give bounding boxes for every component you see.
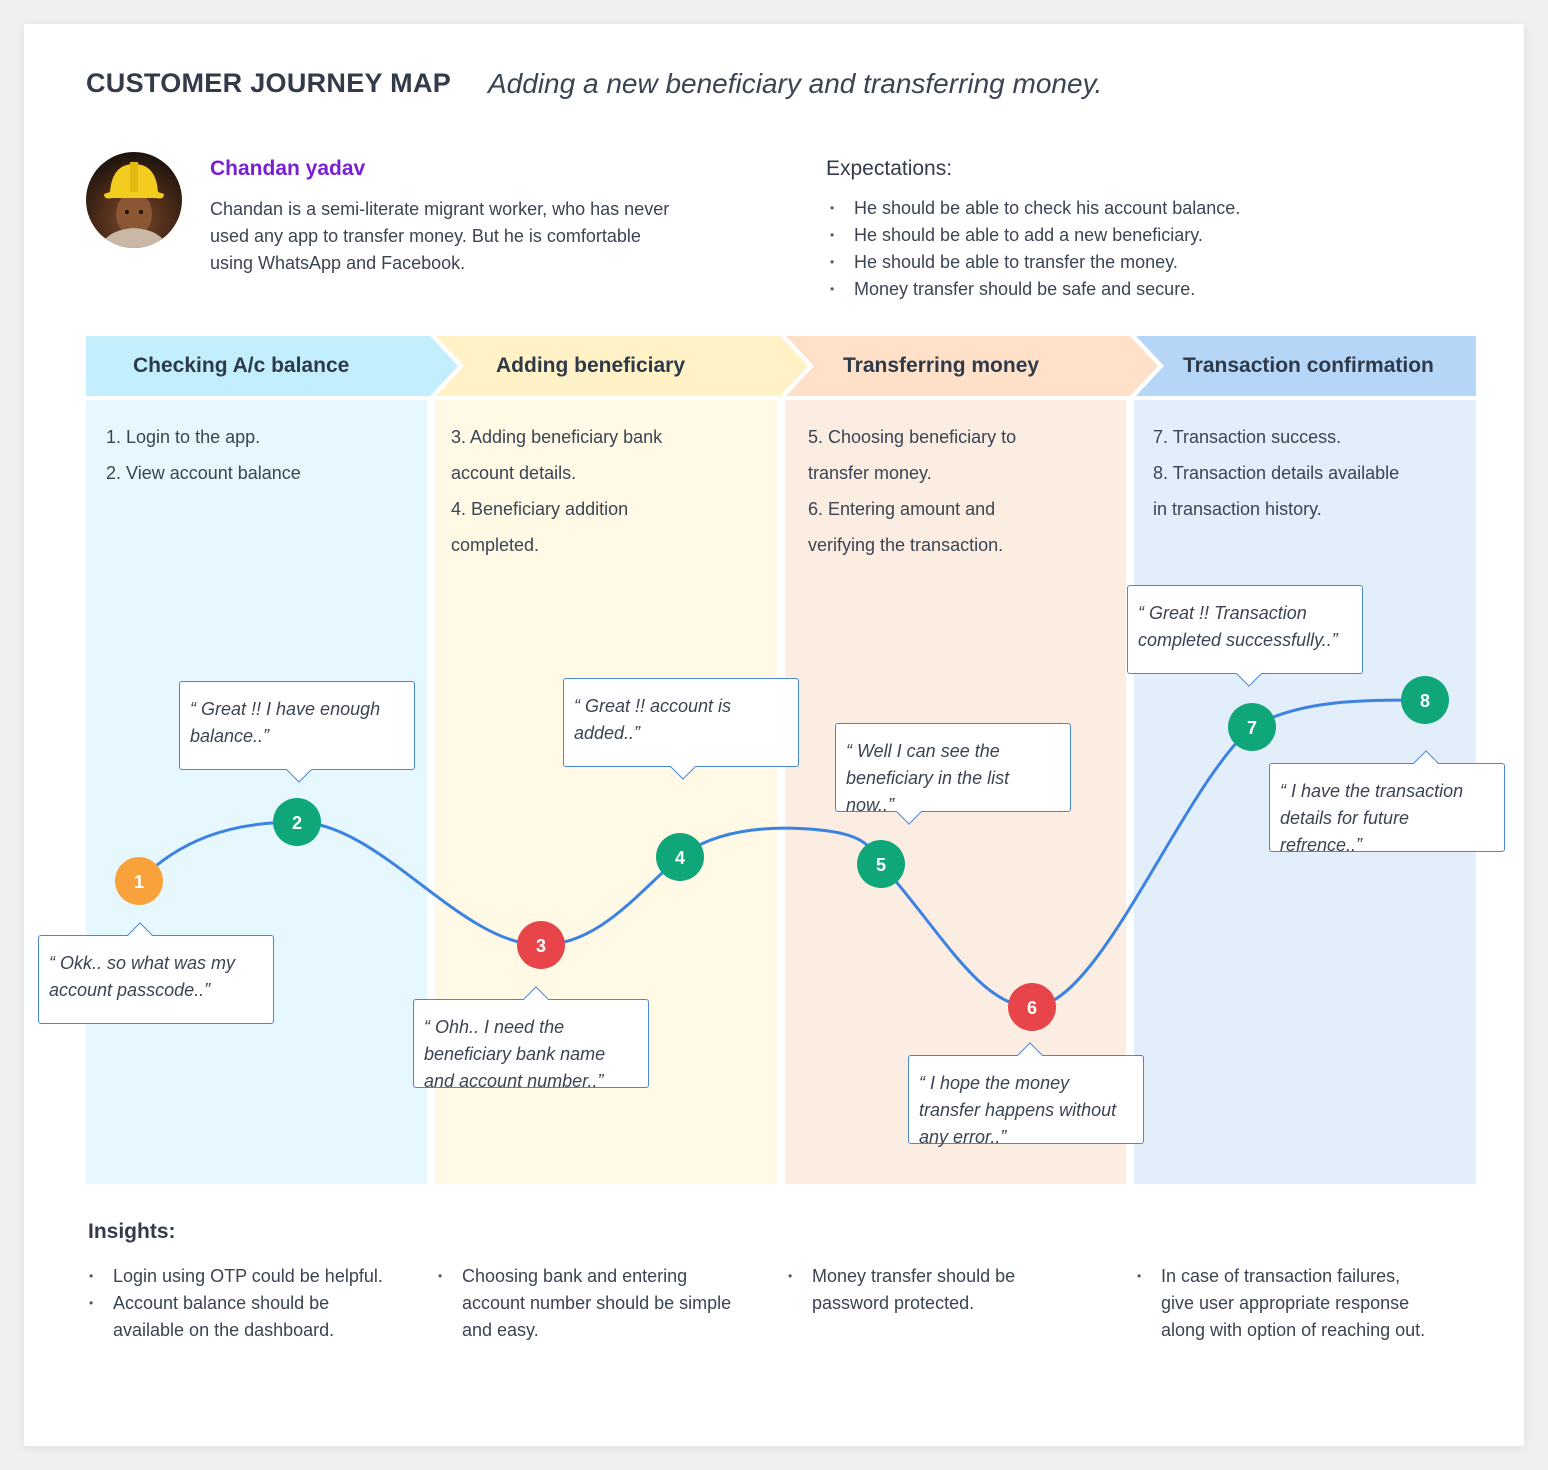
page-subtitle: Adding a new beneficiary and transferrin…	[488, 68, 1103, 99]
lane-steps-4: 7. Transaction success. 8. Transaction d…	[1153, 419, 1399, 527]
lane-steps-3: 5. Choosing beneficiary to transfer mone…	[808, 419, 1016, 563]
page-title: CUSTOMER JOURNEY MAP	[86, 68, 452, 98]
expectations-heading: Expectations:	[826, 157, 953, 180]
touchpoint-number: 8	[1420, 691, 1430, 711]
touchpoint-marker-1: 1	[115, 857, 163, 905]
insight-item: Choosing bank and entering account numbe…	[438, 1263, 738, 1344]
touchpoint-marker-8: 8	[1401, 676, 1449, 724]
step-text: verifying the transaction.	[808, 535, 1004, 555]
quote-text: “ Great !! I have enough balance..”	[190, 699, 381, 746]
quote-bubble-8: “ I have the transaction details for fut…	[1269, 750, 1505, 855]
insight-item: Money transfer should be password protec…	[788, 1263, 1088, 1317]
step-text: transfer money.	[808, 463, 932, 483]
stage-arrow-1	[86, 336, 458, 396]
stage-label-checking-balance: Checking A/c balance	[133, 354, 350, 377]
touchpoint-number: 7	[1247, 718, 1257, 738]
step-text: 1. Login to the app.	[106, 427, 261, 447]
insight-item: Account balance should be available on t…	[89, 1290, 389, 1344]
quote-bubble-1: “ Okk.. so what was my account passcode.…	[38, 922, 274, 1024]
insights-column-4: In case of transaction failures, give us…	[1137, 1263, 1437, 1344]
quote-bubble-5: “ Well I can see the beneficiary in the …	[835, 723, 1071, 825]
touchpoint-number: 2	[292, 813, 302, 833]
stage-label-transaction-confirmation: Transaction confirmation	[1183, 354, 1434, 377]
stage-label-transferring-money: Transferring money	[843, 354, 1040, 377]
lane-checking-balance	[86, 400, 427, 1184]
stage-header-bar	[86, 336, 1476, 396]
quote-bubble-2: “ Great !! I have enough balance..”	[179, 681, 415, 783]
quote-text: “ Okk.. so what was my account passcode.…	[49, 953, 236, 1000]
expectations-list: He should be able to check his account b…	[830, 195, 1240, 303]
persona-name: Chandan yadav	[210, 157, 366, 180]
quote-text: “ Well I can see the beneficiary in the …	[846, 741, 1010, 815]
touchpoint-number: 1	[134, 872, 144, 892]
expectation-item: He should be able to add a new beneficia…	[830, 222, 1240, 249]
quote-text: “ Great !! Transaction completed success…	[1138, 603, 1338, 650]
quote-bubble-7: “ Great !! Transaction completed success…	[1127, 585, 1363, 687]
lane-steps-2: 3. Adding beneficiary bank account detai…	[451, 419, 662, 563]
touchpoint-number: 6	[1027, 998, 1037, 1018]
quote-text: “ I have the transaction details for fut…	[1280, 781, 1464, 855]
lane-steps-1: 1. Login to the app. 2. View account bal…	[106, 419, 301, 491]
touchpoint-marker-3: 3	[517, 921, 565, 969]
step-text: 4. Beneficiary addition	[451, 499, 629, 519]
touchpoint-number: 3	[536, 936, 546, 956]
insights-heading: Insights:	[88, 1220, 176, 1243]
step-text: completed.	[451, 535, 540, 555]
step-text: 2. View account balance	[106, 463, 301, 483]
expectation-item: He should be able to check his account b…	[830, 195, 1240, 222]
touchpoint-number: 5	[876, 855, 886, 875]
touchpoint-marker-4: 4	[656, 833, 704, 881]
step-text: 5. Choosing beneficiary to	[808, 427, 1017, 447]
quote-bubble-6: “ I hope the money transfer happens with…	[908, 1042, 1144, 1147]
stage-arrow-2	[436, 336, 808, 396]
insight-item: Login using OTP could be helpful.	[89, 1263, 389, 1290]
step-text: 8. Transaction details available	[1153, 463, 1400, 483]
touchpoint-marker-5: 5	[857, 840, 905, 888]
quote-bubble-4: “ Great !! account is added..”	[563, 678, 799, 780]
stage-arrow-3	[786, 336, 1158, 396]
step-text: in transaction history.	[1153, 499, 1322, 519]
quote-bubble-3: “ Ohh.. I need the beneficiary bank name…	[413, 986, 649, 1091]
touchpoint-number: 4	[675, 848, 685, 868]
quote-text: “ Great !! account is added..”	[574, 696, 732, 743]
insights-column-1: Login using OTP could be helpful. Accoun…	[89, 1263, 389, 1344]
stage-arrow-4	[1136, 336, 1476, 396]
step-text: 7. Transaction success.	[1153, 427, 1342, 447]
quote-text: “ I hope the money transfer happens with…	[919, 1073, 1117, 1147]
insights-column-3: Money transfer should be password protec…	[788, 1263, 1088, 1317]
insights-column-2: Choosing bank and entering account numbe…	[438, 1263, 738, 1344]
expectation-item: Money transfer should be safe and secure…	[830, 276, 1240, 303]
stage-label-adding-beneficiary: Adding beneficiary	[496, 354, 686, 377]
insight-item: In case of transaction failures, give us…	[1137, 1263, 1437, 1344]
persona-description: Chandan is a semi-literate migrant worke…	[210, 199, 670, 273]
touchpoint-marker-2: 2	[273, 798, 321, 846]
emotion-curve-line	[137, 698, 1426, 1009]
touchpoint-marker-6: 6	[1008, 983, 1056, 1031]
touchpoint-marker-7: 7	[1228, 703, 1276, 751]
step-text: account details.	[451, 463, 577, 483]
step-text: 6. Entering amount and	[808, 499, 996, 519]
expectation-item: He should be able to transfer the money.	[830, 249, 1240, 276]
quote-text: “ Ohh.. I need the beneficiary bank name…	[424, 1017, 606, 1091]
step-text: 3. Adding beneficiary bank	[451, 427, 663, 447]
person-avatar-icon	[86, 152, 182, 248]
